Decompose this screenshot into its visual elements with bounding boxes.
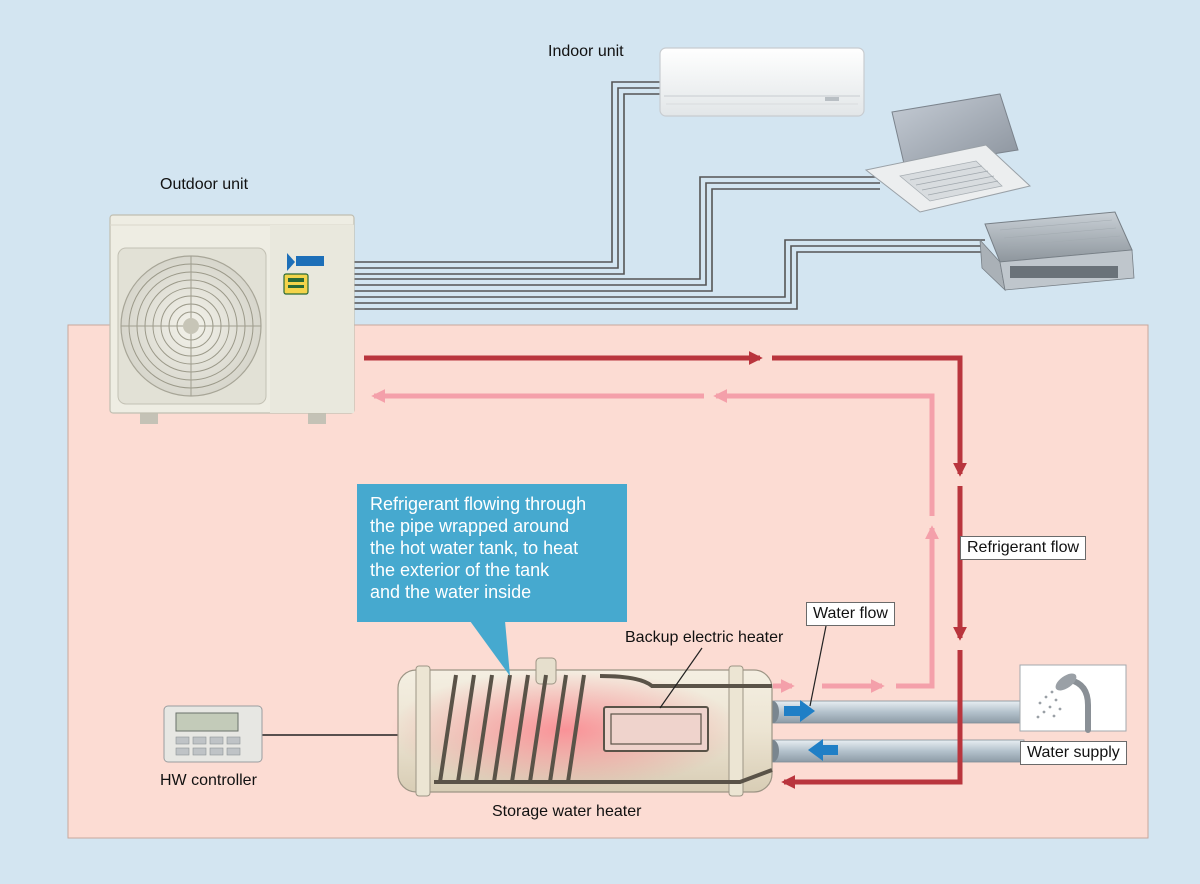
water-flow-label: Water flow: [806, 602, 895, 626]
callout-line: the pipe wrapped around: [370, 516, 570, 536]
callout-text: Refrigerant flowing through the pipe wra…: [370, 493, 620, 603]
refrigerant-callout-bubble: [357, 484, 627, 676]
backup-heater-label: Backup electric heater: [625, 629, 784, 646]
hw-controller-label: HW controller: [160, 772, 257, 789]
water-flow-arrows: [784, 700, 838, 761]
indoor-unit-piping: [352, 81, 985, 310]
shower-head-icon: [1019, 664, 1127, 733]
water-flow-leader: [809, 625, 827, 707]
refrigerant-return-line: [371, 389, 939, 693]
refrigerant-flow-label: Refrigerant flow: [960, 536, 1087, 560]
backup-electric-heater-element: [603, 706, 709, 752]
callout-line: the hot water tank, to heat: [370, 538, 579, 558]
fan-grille-icon: [117, 247, 267, 405]
callout-line: Refrigerant flowing through: [370, 494, 587, 514]
wall-mounted-indoor-unit: [659, 47, 865, 117]
lcd-screen-icon: [175, 712, 239, 732]
brand-logo-icon: [283, 253, 324, 295]
ducted-indoor-unit: [979, 211, 1135, 292]
storage-water-heater-tank: [390, 657, 773, 797]
storage-heater-label: Storage water heater: [492, 803, 642, 820]
ceiling-cassette-indoor-unit: [864, 93, 1032, 213]
outdoor-unit-label: Outdoor unit: [160, 176, 249, 193]
callout-line: and the water inside: [370, 582, 532, 602]
cold-water-pipe: [767, 739, 1025, 763]
callout-line: the exterior of the tank: [370, 560, 550, 580]
indoor-unit-label: Indoor unit: [548, 43, 624, 60]
hw-controller-device: [163, 705, 263, 763]
water-supply-label: Water supply: [1020, 741, 1127, 765]
backup-heater-leader: [659, 647, 703, 709]
